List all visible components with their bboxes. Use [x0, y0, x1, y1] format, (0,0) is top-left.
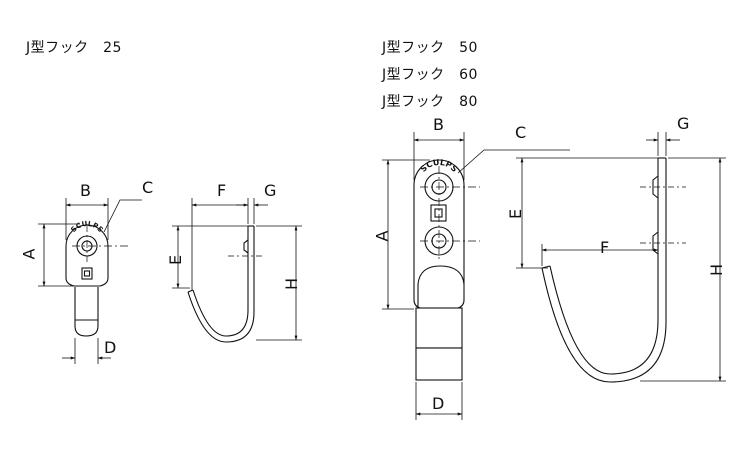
emboss-large: SCULPS — [419, 158, 460, 174]
hook-25-side-dimensions — [172, 198, 302, 341]
model-label-60: J型フック 60 — [382, 67, 478, 83]
model-label-80: J型フック 80 — [382, 94, 478, 110]
emboss-small: SCULPS — [69, 220, 104, 234]
hook-large-side-dimensions — [516, 132, 726, 382]
dim-b-small: B — [80, 181, 91, 200]
dim-g-large: G — [677, 114, 690, 133]
dim-b-large: B — [433, 115, 444, 134]
dim-a-large: A — [372, 230, 392, 242]
dim-c-large: C — [515, 123, 527, 142]
dim-d-large: D — [432, 394, 445, 413]
hook-25-front-dimensions — [38, 198, 142, 364]
model-label-50: J型フック 50 — [382, 40, 478, 56]
hook-large-front-view — [413, 159, 480, 381]
dim-c-small: C — [142, 178, 154, 197]
model-label-25: J型フック 25 — [26, 40, 122, 56]
dim-f-large: F — [600, 238, 610, 257]
hook-large-side-view — [541, 157, 686, 383]
dim-h-small: H — [282, 277, 302, 291]
hook-25-side-view — [187, 225, 264, 343]
dim-e-small: E — [166, 254, 186, 266]
dim-f-small: F — [217, 181, 227, 200]
dim-g-small: G — [264, 181, 277, 200]
dim-d-small: D — [104, 338, 117, 357]
dim-e-large: E — [506, 208, 526, 220]
hook-25-front-view — [65, 224, 128, 337]
dim-a-small: A — [19, 248, 39, 260]
dim-h-large: H — [707, 263, 727, 277]
hook-large-front-dimensions — [382, 132, 570, 420]
